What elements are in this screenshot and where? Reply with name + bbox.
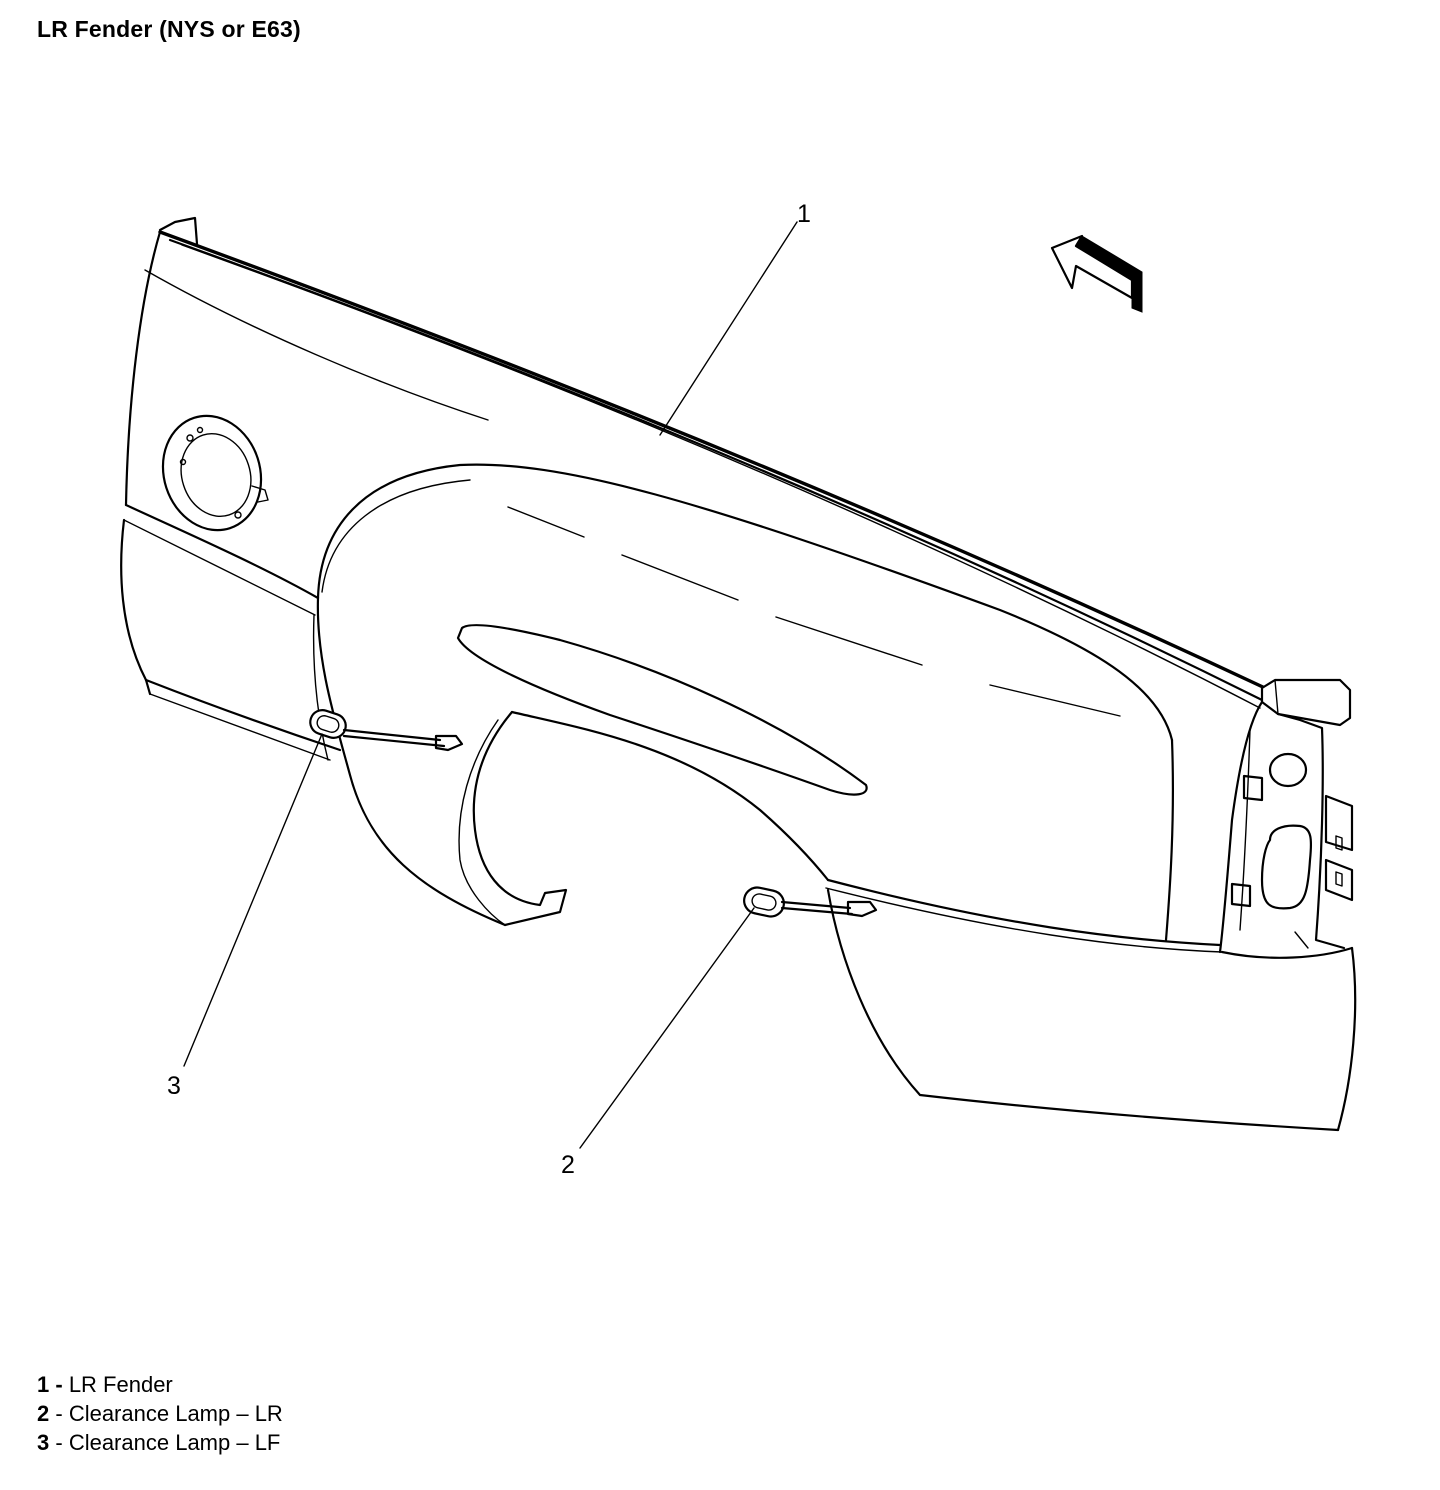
forward-arrow-icon [1050,234,1143,313]
legend-number: 1 [37,1372,50,1397]
legend-label: LR Fender [68,1372,173,1397]
parts-legend: 1 - LR Fender 2 - Clearance Lamp – LR 3 … [37,1370,283,1457]
legend-separator: - [49,1401,69,1426]
callout-2: 2 [561,1151,575,1179]
leader-line-2 [579,907,755,1149]
callout-3: 3 [167,1072,181,1100]
legend-item-3: 3 - Clearance Lamp – LF [37,1428,283,1457]
fuel-door [161,414,269,532]
legend-label: Clearance Lamp – LR [68,1401,283,1426]
clearance-lamp-lr [743,886,878,918]
diagram-title: LR Fender (NYS or E63) [37,16,301,42]
tail-lamp-pocket [1164,700,1354,954]
legend-number: 3 [37,1430,50,1455]
leader-line-1 [659,221,798,436]
legend-item-2: 2 - Clearance Lamp – LR [37,1399,283,1428]
clearance-lamp-lf [309,709,464,752]
leader-line-3 [183,733,323,1067]
legend-number: 2 [37,1401,50,1426]
callout-1: 1 [797,200,811,228]
legend-item-1: 1 - LR Fender [37,1370,283,1399]
legend-separator: - [49,1372,69,1397]
legend-label: Clearance Lamp – LF [68,1430,281,1455]
legend-separator: - [49,1430,69,1455]
lr-fender-part [120,216,1357,1132]
